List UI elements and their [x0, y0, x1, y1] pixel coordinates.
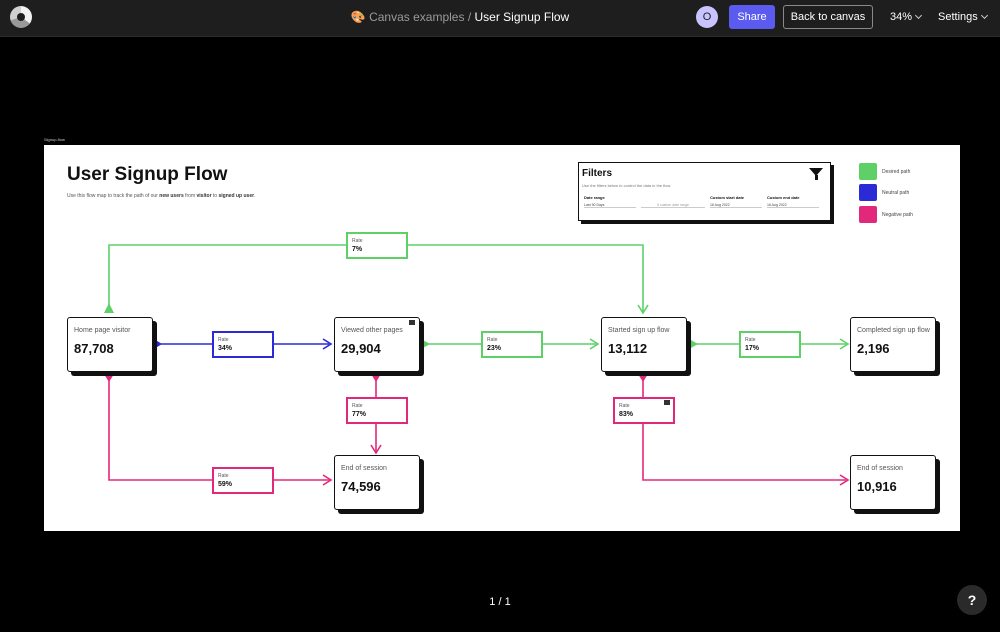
rate-value: 23%	[487, 345, 502, 352]
custom-start-input[interactable]: 16 Aug 2022	[710, 203, 762, 208]
page-title: User Signup Flow	[67, 164, 228, 185]
legend-label-desired: Desired path	[882, 169, 911, 175]
node-badge-icon	[409, 320, 415, 325]
share-button[interactable]: Share	[729, 5, 775, 29]
connector-started-to-end	[642, 375, 846, 481]
rate-value: 17%	[745, 345, 760, 352]
node-label: Started sign up flow	[608, 327, 670, 334]
rate-value: 83%	[619, 411, 634, 418]
arrow-start-icon	[104, 374, 114, 382]
node-label: End of session	[341, 465, 387, 472]
arrowhead-icon	[322, 474, 333, 486]
filters-panel: Filters Use the filters below to control…	[578, 162, 831, 221]
filters-title: Filters	[582, 168, 613, 179]
custom-range-hint: If custom date range	[641, 203, 705, 208]
node-label: Viewed other pages	[341, 327, 403, 334]
rate-value: 77%	[352, 411, 367, 418]
date-range-select[interactable]: Last 90 Days	[584, 203, 636, 208]
legend-swatch-neutral	[859, 184, 877, 201]
arrow-start-icon	[689, 339, 698, 349]
flow-canvas[interactable]: User Signup Flow Use this flow map to tr…	[44, 145, 960, 531]
help-button[interactable]: ?	[957, 585, 987, 615]
filter-funnel-icon[interactable]	[809, 168, 823, 180]
avatar[interactable]: O	[696, 6, 718, 28]
rate-box-home-to-viewed[interactable]: Rate 34%	[212, 331, 274, 358]
custom-end-input[interactable]: 16 Aug 2022	[767, 203, 819, 208]
rate-label: Rate	[352, 403, 363, 409]
app-logo-icon[interactable]	[10, 6, 32, 28]
arrowhead-icon	[322, 338, 333, 350]
arrowhead-icon	[839, 338, 850, 350]
breadcrumb: 🎨 Canvas examples / User Signup Flow	[0, 10, 920, 24]
filters-description: Use the filters below to control the dat…	[582, 183, 672, 188]
legend-swatch-desired	[859, 163, 877, 180]
arrow-start-icon	[154, 339, 162, 349]
rate-label: Rate	[218, 337, 229, 343]
rate-box-started-to-completed[interactable]: Rate 17%	[739, 331, 801, 358]
rate-label: Rate	[352, 238, 363, 244]
arrowhead-icon	[637, 304, 649, 315]
zoom-dropdown[interactable]: 34%	[890, 11, 923, 23]
page-indicator: 1 / 1	[489, 596, 511, 608]
palette-emoji-icon: 🎨	[350, 10, 366, 24]
legend-swatch-negative	[859, 206, 877, 223]
date-range-label: Date range	[584, 195, 605, 200]
settings-label: Settings	[938, 11, 978, 23]
rate-label: Rate	[619, 403, 630, 409]
frame-label: Signup-flow	[44, 137, 65, 142]
zoom-label: 34%	[890, 11, 913, 23]
rate-label: Rate	[487, 337, 498, 343]
breadcrumb-parent-link[interactable]: Canvas examples	[369, 10, 465, 24]
arrowhead-icon	[839, 474, 850, 486]
node-label: Home page visitor	[74, 327, 131, 334]
rate-badge-icon	[664, 400, 670, 405]
node-home-page-visitor[interactable]: Home page visitor 87,708	[67, 317, 153, 372]
arrowhead-icon	[589, 338, 600, 350]
node-value: 13,112	[608, 341, 648, 356]
breadcrumb-separator: /	[467, 10, 472, 24]
node-end-of-session[interactable]: End of session 74,596	[334, 455, 420, 510]
settings-dropdown[interactable]: Settings	[938, 11, 988, 23]
custom-start-label: Custom start date	[710, 195, 745, 200]
rate-value: 59%	[218, 481, 233, 488]
node-label: Completed sign up flow	[857, 327, 930, 334]
chevron-down-icon	[980, 11, 988, 20]
arrow-start-icon	[638, 374, 648, 382]
connector-home-to-end	[108, 375, 329, 481]
breadcrumb-current: User Signup Flow	[474, 10, 570, 24]
node-value: 2,196	[857, 341, 890, 356]
arrow-start-icon	[371, 374, 381, 382]
legend-label-negative: Negative path	[882, 212, 913, 218]
rate-box-viewed-to-started[interactable]: Rate 23%	[481, 331, 543, 358]
node-end-of-session[interactable]: End of session 10,916	[850, 455, 936, 510]
back-to-canvas-button[interactable]: Back to canvas	[783, 5, 873, 29]
chevron-down-icon	[914, 11, 923, 20]
node-value: 74,596	[341, 479, 381, 494]
rate-value: 34%	[218, 345, 233, 352]
node-value: 87,708	[74, 341, 114, 356]
node-value: 10,916	[857, 479, 897, 494]
arrow-start-icon	[104, 303, 114, 313]
node-viewed-other-pages[interactable]: Viewed other pages 29,904	[334, 317, 420, 372]
node-completed-sign-up-flow[interactable]: Completed sign up flow 2,196	[850, 317, 936, 372]
rate-box-started-to-end[interactable]: Rate 83%	[613, 397, 675, 424]
custom-end-label: Custom end date	[767, 195, 800, 200]
rate-box-home-to-started[interactable]: Rate 7%	[346, 232, 408, 259]
node-started-sign-up-flow[interactable]: Started sign up flow 13,112	[601, 317, 687, 372]
arrowhead-icon	[370, 444, 382, 455]
rate-box-home-to-end[interactable]: Rate 59%	[212, 467, 274, 494]
node-value: 29,904	[341, 341, 381, 356]
rate-label: Rate	[745, 337, 756, 343]
node-label: End of session	[857, 465, 903, 472]
rate-label: Rate	[218, 473, 229, 479]
rate-value: 7%	[352, 246, 363, 253]
arrow-start-icon	[421, 339, 430, 349]
rate-box-viewed-to-end[interactable]: Rate 77%	[346, 397, 408, 424]
top-bar: 🎨 Canvas examples / User Signup Flow O S…	[0, 0, 1000, 37]
legend-label-neutral: Neutral path	[882, 190, 910, 196]
canvas-description: Use this flow map to track the path of o…	[67, 193, 256, 199]
